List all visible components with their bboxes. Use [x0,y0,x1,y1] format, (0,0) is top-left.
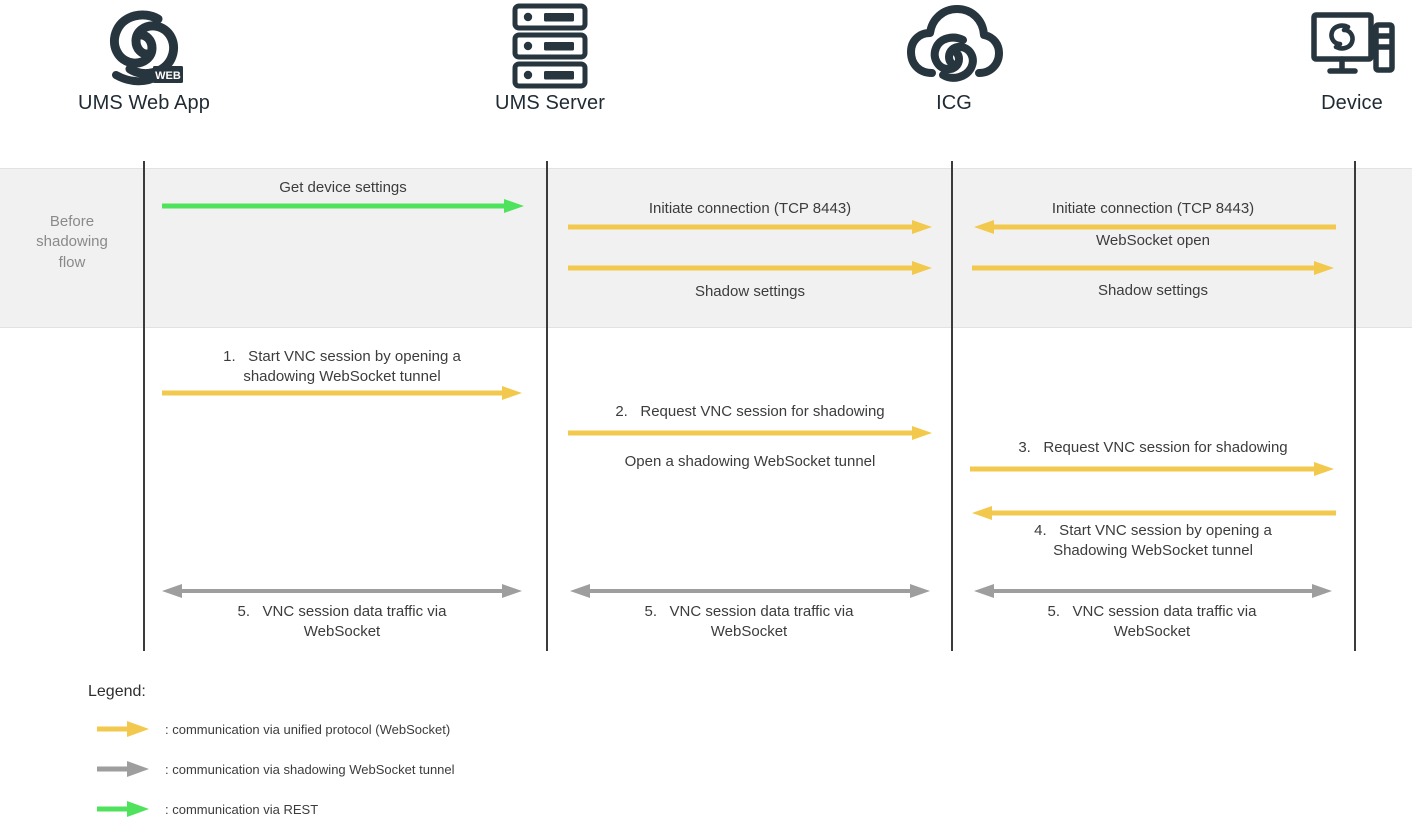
message-label-step4-line1: 4. Start VNC session by opening a [1034,522,1272,539]
band-label: Before shadowing flow [36,213,108,271]
message-label-websocket-open: WebSocket open [1096,232,1210,249]
message-label-step5b-line1: 5. VNC session data traffic via [644,603,854,620]
svg-text:WEB: WEB [155,70,181,82]
message-label-step5b-line2: WebSocket [710,623,788,640]
message-arrow-get-device-settings [162,199,526,213]
legend-item-label: : communication via REST [165,801,319,817]
message-label-step4-line2: Shadowing WebSocket tunnel [1053,542,1253,559]
legend-item-label: : communication via unified protocol (We… [165,721,451,737]
message-label-step5c-line2: WebSocket [1113,623,1191,640]
actor-label: UMS Server [495,92,605,114]
green-arrow-icon [95,798,151,820]
legend-item-rest: : communication via REST [95,798,318,820]
before-shadowing-flow-band: Before shadowing flow [0,168,1412,328]
lifeline-ums-web-app [143,161,145,651]
lifeline-icg [951,161,953,651]
message-arrow-step5-web-server [160,583,524,599]
actor-label: Device [1321,92,1383,114]
message-label-step5-line1: 5. VNC session data traffic via [237,603,447,620]
cloud-gateway-icon [824,0,1084,92]
message-arrow-shadow-settings-icg [972,261,1336,275]
actor-label: UMS Web App [78,92,210,114]
message-arrow-step1 [162,386,524,400]
message-label-step5-line2: WebSocket [303,623,381,640]
server-rack-icon [420,0,680,92]
legend-item-shadowing-tunnel: : communication via shadowing WebSocket … [95,758,455,780]
message-arrow-initiate-connection-icg [972,220,1336,234]
message-label-step5c-line1: 5. VNC session data traffic via [1047,603,1257,620]
actor-device: Device [1222,0,1412,115]
message-label-initiate-connection-icg: Initiate connection (TCP 8443) [1051,200,1255,217]
message-arrow-step5-server-icg [568,583,932,599]
message-label-step1-line1: 1. Start VNC session by opening a [223,348,461,365]
message-arrow-step4 [970,506,1336,520]
message-label-step3: 3. Request VNC session for shadowing [1018,439,1288,456]
message-label-get-device-settings: Get device settings [279,179,407,196]
message-arrow-initiate-connection-server [568,220,934,234]
actor-label: ICG [936,92,972,114]
message-arrow-step5-icg-device [972,583,1334,599]
actor-icg: ICG [824,0,1084,115]
legend-item-unified-protocol: : communication via unified protocol (We… [95,718,450,740]
lifeline-ums-server [546,161,548,651]
message-arrow-shadow-settings-server [568,261,934,275]
message-label-step2: 2. Request VNC session for shadowing [615,403,885,420]
ums-web-app-icon: WEB [14,0,274,92]
legend-title: Legend: [88,683,146,700]
message-arrow-step2 [568,426,934,440]
message-label-open-shadowing-tunnel: Open a shadowing WebSocket tunnel [624,453,876,470]
yellow-arrow-icon [95,718,151,740]
message-label-initiate-connection-server: Initiate connection (TCP 8443) [648,200,852,217]
actor-ums-server: UMS Server [420,0,680,115]
message-label-step1-line2: shadowing WebSocket tunnel [243,368,441,385]
desktop-device-icon [1222,0,1412,92]
message-arrow-step3 [970,462,1336,476]
legend-item-label: : communication via shadowing WebSocket … [165,761,455,777]
gray-arrow-icon [95,758,151,780]
lifeline-device [1354,161,1356,651]
message-label-shadow-settings-server: Shadow settings [694,283,806,300]
actor-ums-web-app: WEB UMS Web App [14,0,274,115]
message-label-shadow-settings-icg: Shadow settings [1097,282,1209,299]
